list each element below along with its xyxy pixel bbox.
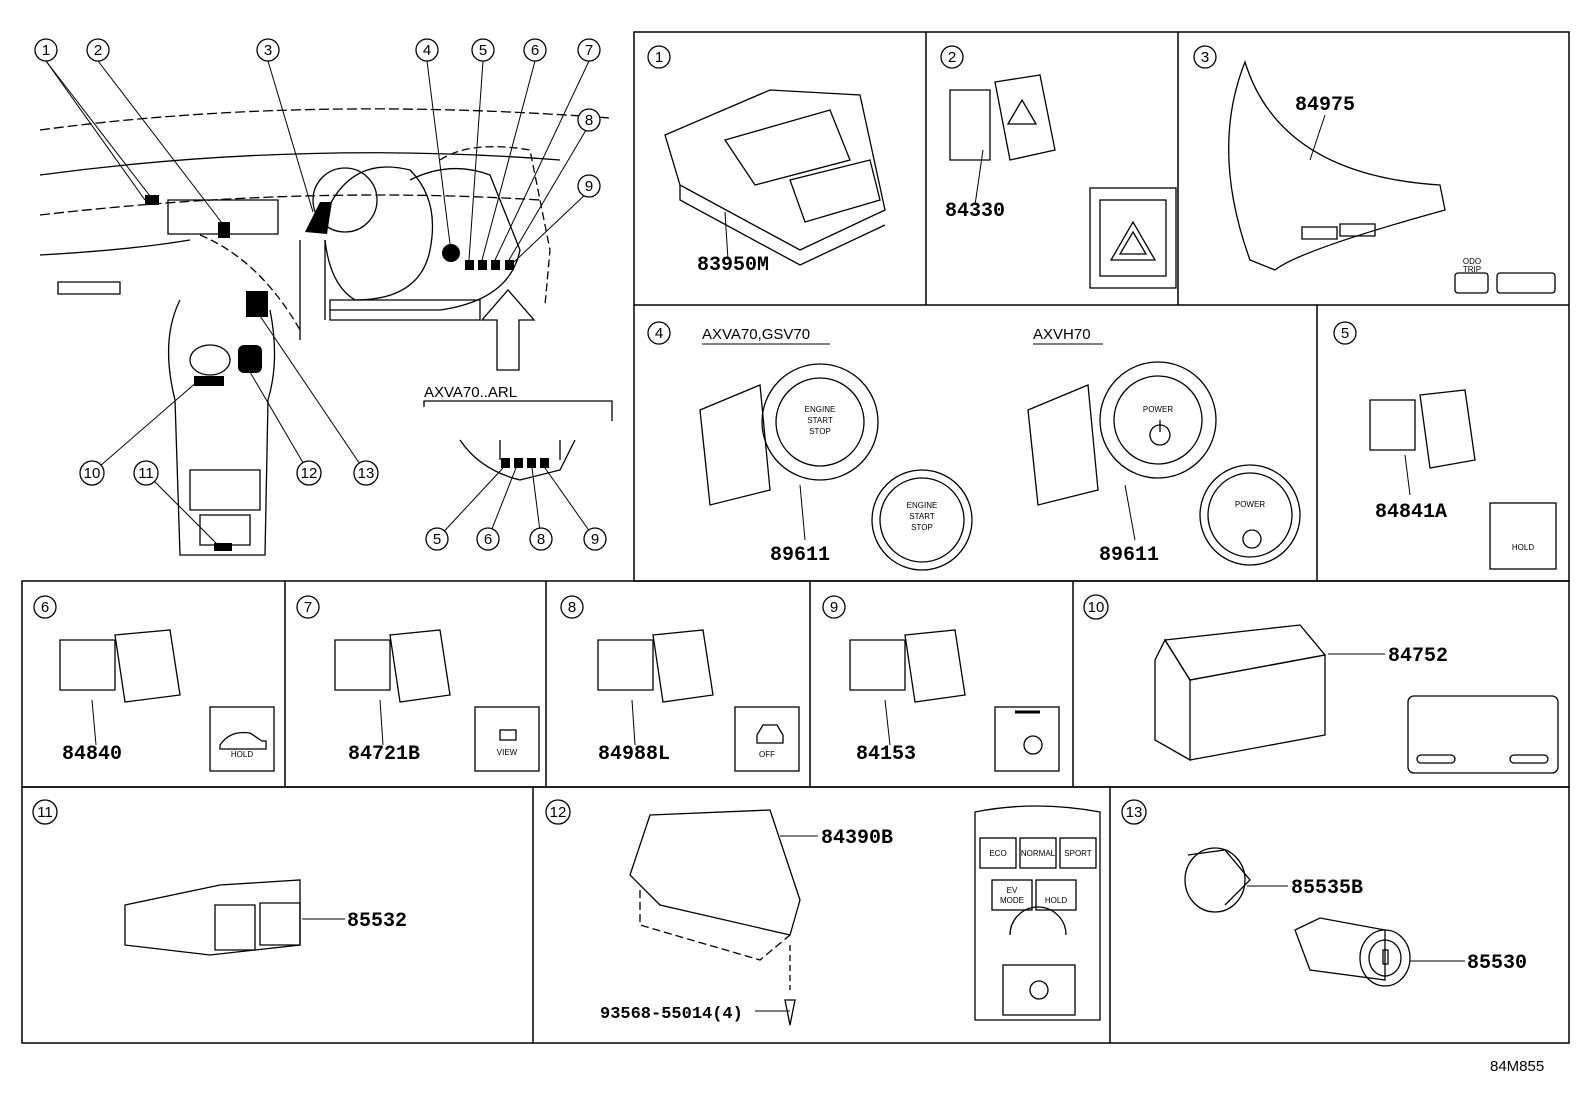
hold-text-5: HOLD — [1512, 543, 1534, 552]
lower-panels-frame — [21, 786, 1570, 1044]
variant-label-axva70: AXVA70,GSV70 — [702, 326, 810, 343]
callout-6: 6 — [531, 42, 539, 59]
hold-switch-84841a-drawing — [1369, 389, 1557, 570]
headlamp-switch-84153-drawing — [849, 629, 1060, 772]
part-84721b: 84721B — [348, 743, 420, 766]
panel-13-number: 13 — [1126, 804, 1143, 821]
odo-text: ODO — [1463, 257, 1481, 266]
callout-2: 2 — [94, 42, 102, 59]
part-85530: 85530 — [1467, 952, 1527, 975]
overview-leader-lines — [45, 60, 596, 546]
inset-callout-5: 5 — [433, 531, 441, 548]
sport-text: SPORT — [1064, 849, 1092, 858]
overview-callout-circles — [34, 38, 607, 551]
ev-text: EV — [1007, 886, 1018, 895]
inset-callout-6: 6 — [484, 531, 492, 548]
part-84390b: 84390B — [821, 827, 893, 850]
callout-1: 1 — [42, 42, 50, 59]
shift-console-84390b-drawing — [629, 805, 1101, 1026]
callout-4: 4 — [423, 42, 431, 59]
part-89611-a: 89611 — [770, 544, 830, 567]
hold-text-6: HOLD — [231, 750, 253, 759]
dashboard-overview — [39, 108, 613, 556]
panel-4-number: 4 — [655, 325, 663, 342]
panel-12-number: 12 — [550, 804, 567, 821]
power-text-2: POWER — [1235, 500, 1265, 509]
inset-callout-8: 8 — [537, 531, 545, 548]
trunk-switch-84840-drawing — [59, 629, 275, 772]
eco-text: ECO — [989, 849, 1006, 858]
panel-8-number: 8 — [568, 599, 576, 616]
part-85532: 85532 — [347, 910, 407, 933]
part-83950m: 83950M — [697, 254, 769, 277]
engine-text: ENGINE — [805, 405, 836, 414]
callout-9: 9 — [585, 178, 593, 195]
off-text-8: OFF — [759, 750, 775, 759]
panel-11-number: 11 — [37, 804, 53, 821]
part-84153: 84153 — [856, 743, 916, 766]
diagram-code: 84M855 — [1490, 1058, 1545, 1075]
cluster-panel-84975-drawing — [1228, 60, 1556, 294]
part-84840: 84840 — [62, 743, 122, 766]
stop-text-2: STOP — [911, 523, 933, 532]
part-84988l: 84988L — [598, 743, 670, 766]
callout-10: 10 — [84, 465, 101, 482]
power-text: POWER — [1143, 405, 1173, 414]
mode-text: MODE — [1000, 896, 1024, 905]
engine-start-switch-drawing — [699, 361, 1301, 571]
panel-3-number: 3 — [1201, 49, 1209, 66]
panel-2-number: 2 — [948, 49, 956, 66]
callout-8: 8 — [585, 112, 593, 129]
callout-7: 7 — [585, 42, 593, 59]
engine-text-2: ENGINE — [907, 501, 938, 510]
vsc-off-switch-84988l-drawing — [597, 629, 800, 772]
panel-1-number: 1 — [655, 49, 663, 66]
panel-number-circles — [32, 45, 1357, 825]
start-text-2: START — [909, 512, 935, 521]
usb-switch-85532-drawing — [124, 879, 301, 956]
callout-5: 5 — [479, 42, 487, 59]
middle-panels-frame — [21, 580, 1570, 788]
seat-heater-switch-84752-drawing — [1154, 624, 1559, 774]
variant-label-axvh70: AXVH70 — [1033, 326, 1091, 343]
view-text-7: VIEW — [497, 748, 518, 757]
panel-5-number: 5 — [1341, 325, 1349, 342]
inset-label: AXVA70..ARL — [424, 384, 517, 401]
panel-10-number: 10 — [1088, 599, 1105, 616]
panel-9-number: 9 — [830, 599, 838, 616]
callout-13: 13 — [358, 465, 375, 482]
switch-83950m-drawing — [664, 89, 886, 266]
inset-callout-9: 9 — [591, 531, 599, 548]
power-outlet-drawing — [1184, 847, 1411, 987]
hold-text-12: HOLD — [1045, 896, 1067, 905]
start-text: START — [807, 416, 833, 425]
callout-11: 11 — [138, 465, 154, 482]
part-89611-b: 89611 — [1099, 544, 1159, 567]
part-leader-lines — [91, 114, 1465, 1012]
hazard-switch-84330-drawing — [949, 74, 1177, 289]
panel-7-number: 7 — [304, 599, 312, 616]
part-85535b: 85535B — [1291, 877, 1363, 900]
upper-panels-frame — [633, 31, 1570, 582]
view-switch-84721b-drawing — [334, 629, 540, 772]
normal-text: NORMAL — [1021, 849, 1056, 858]
panel-6-number: 6 — [41, 599, 49, 616]
part-84330: 84330 — [945, 200, 1005, 223]
trip-text: TRIP — [1463, 265, 1481, 274]
part-93568-55014: 93568-55014(4) — [600, 1005, 743, 1024]
callout-3: 3 — [264, 42, 272, 59]
part-84975: 84975 — [1295, 94, 1355, 117]
switch-location-markers — [145, 195, 549, 551]
stop-text: STOP — [809, 427, 831, 436]
part-84841a: 84841A — [1375, 501, 1447, 524]
callout-12: 12 — [301, 465, 318, 482]
part-84752: 84752 — [1388, 645, 1448, 668]
